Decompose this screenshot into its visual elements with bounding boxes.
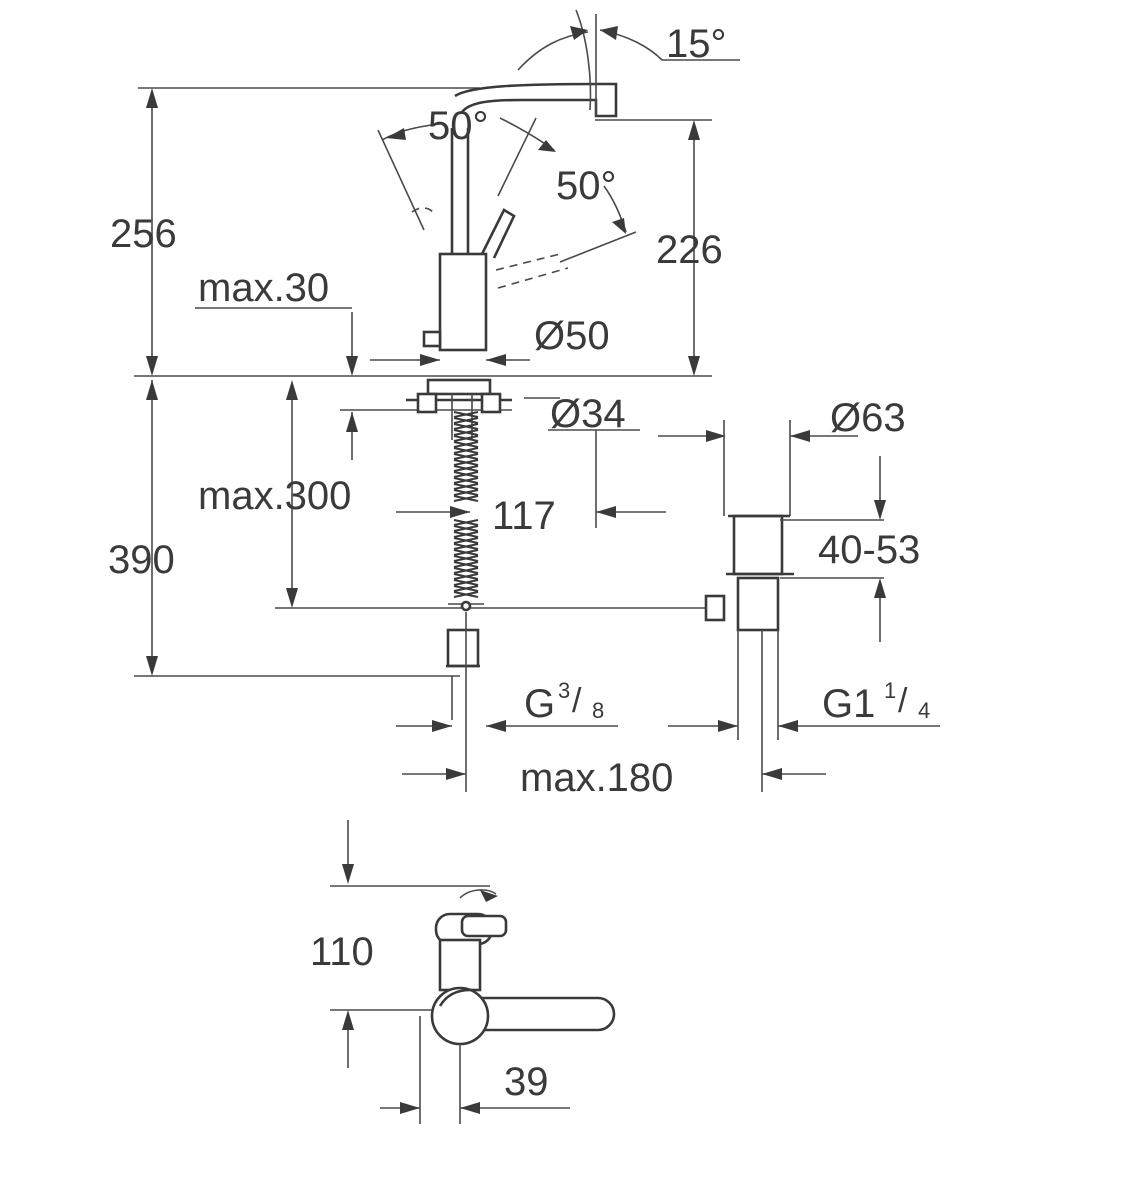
hole-diameter-label: Ø34 [550, 392, 626, 436]
max-hose-length-label: max.300 [198, 474, 352, 518]
body-diameter-label: Ø50 [534, 314, 610, 358]
lever-angle-left-label: 50° [428, 104, 489, 148]
waste-diameter-label: Ø63 [830, 396, 906, 440]
lever-angle-right-label: 50° [556, 164, 617, 208]
max-deck-thickness-label: max.30 [198, 266, 330, 310]
supply-thread-denominator: 8 [592, 698, 605, 723]
supply-thread-numerator: 3 [558, 678, 571, 703]
spout-projection-label: 110 [310, 930, 374, 974]
waste-range-label: 40-53 [818, 528, 921, 572]
spout-height-label: 226 [656, 228, 723, 272]
waste-thread-prefix: G1 [822, 682, 876, 726]
supply-thread-prefix: G [524, 682, 556, 726]
spout-angle-label: 15° [666, 22, 727, 66]
top-view [330, 820, 616, 1124]
waste-thread-denominator: 4 [918, 698, 931, 723]
max-waste-distance-label: max.180 [520, 756, 674, 800]
below-deck-height-label: 390 [108, 538, 175, 582]
front-view [134, 9, 940, 792]
braided-hose [453, 411, 479, 598]
waste-offset-label: 117 [492, 494, 556, 538]
lever-offset-label: 39 [504, 1060, 549, 1104]
total-height-label: 256 [110, 212, 177, 256]
waste-thread-numerator: 1 [884, 678, 897, 703]
